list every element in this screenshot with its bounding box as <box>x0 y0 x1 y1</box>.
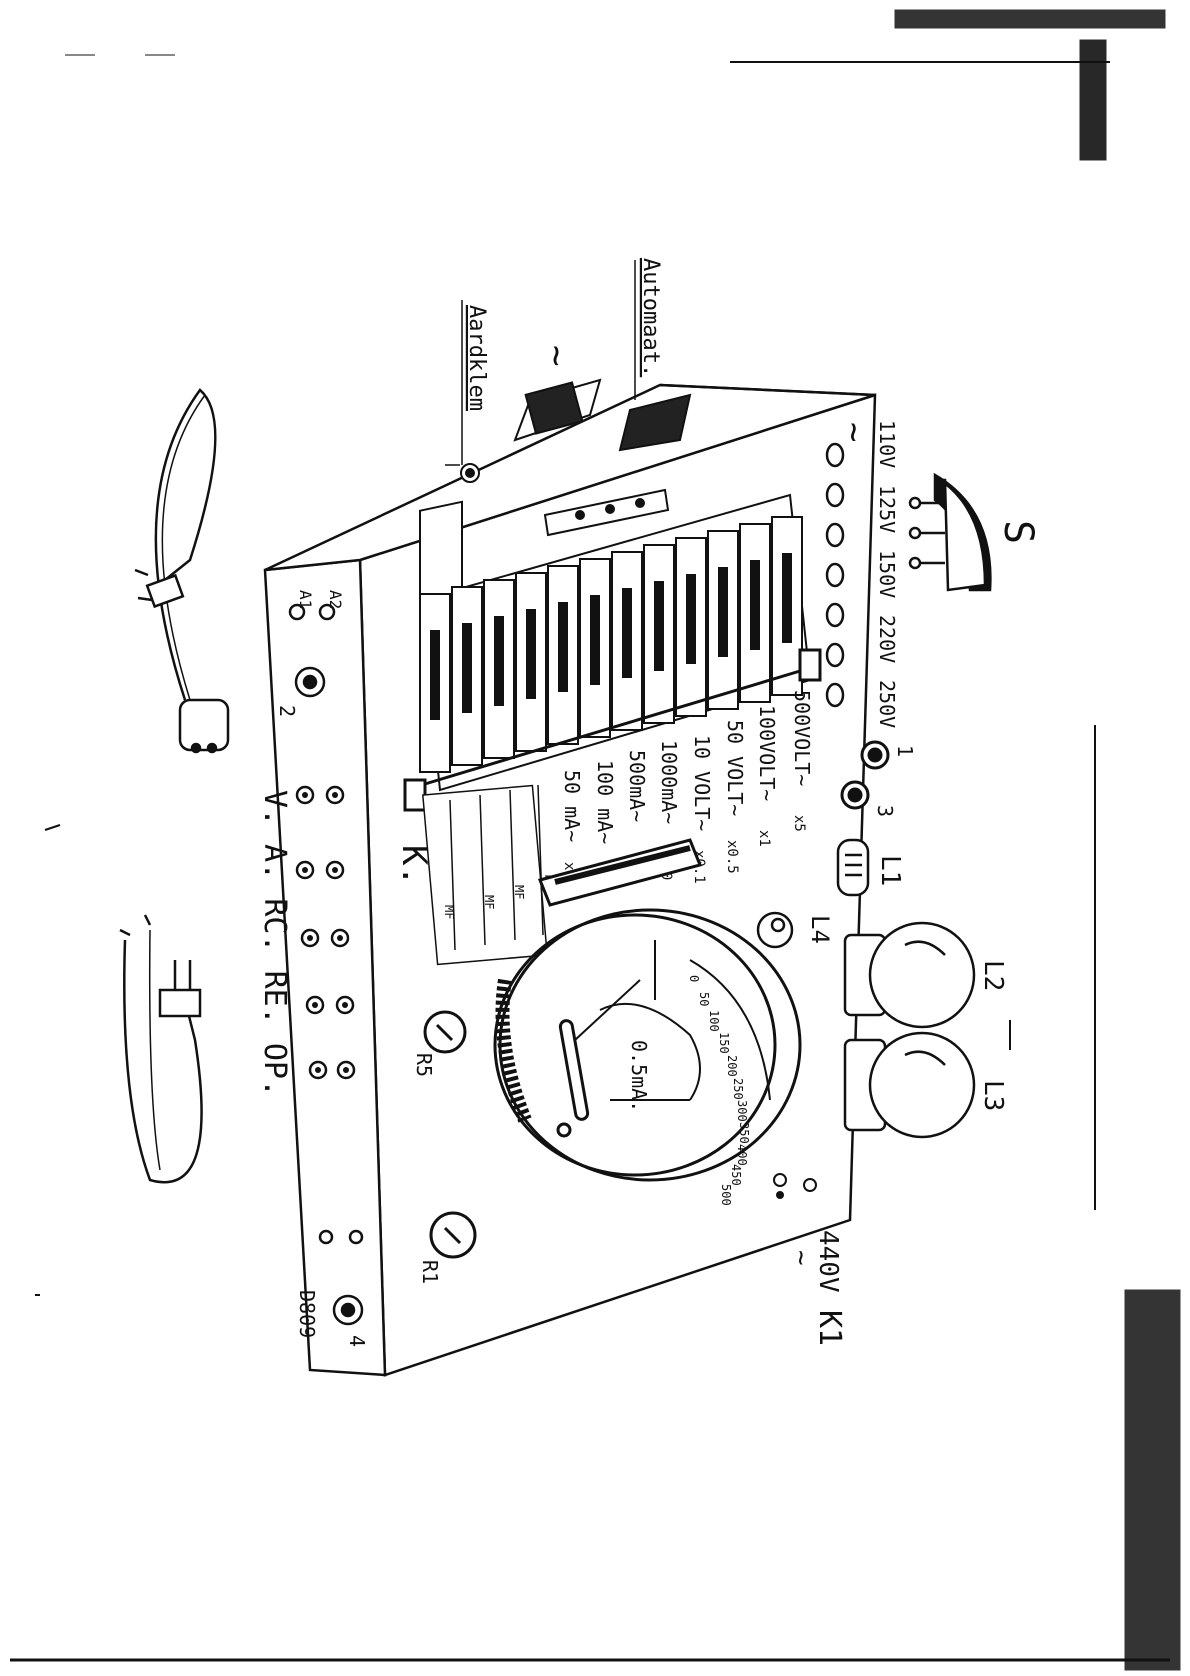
meter-dial <box>493 908 802 1182</box>
r5-label: R5 <box>412 1053 436 1077</box>
knob-r5[interactable] <box>423 1010 467 1054</box>
range-labels: 500VOLT~ x5 100VOLT~ x1 50 VOLT~ x0.5 10… <box>560 690 814 896</box>
voltage-labels: 110V 125V 150V 220V 250V <box>875 420 899 728</box>
stray-marks <box>35 725 1096 1296</box>
range-label: 50 mA~ <box>560 770 584 842</box>
tilde-right-label: ~ <box>834 422 874 442</box>
v440-label: 440V <box>813 1230 843 1293</box>
range-label: 10 VOLT~ <box>690 735 714 831</box>
range-switch-keys[interactable] <box>419 500 803 773</box>
knob-r1[interactable] <box>429 1211 477 1259</box>
l3-label: L3 <box>978 1080 1008 1111</box>
lamp-l2 <box>843 921 976 1029</box>
meter-tick: 300 <box>735 1100 749 1122</box>
tilde-440-label: ~ <box>786 1250 816 1266</box>
voltage-110: 110V <box>875 420 899 468</box>
lamp-l4 <box>756 911 794 949</box>
meter-tick: 400 <box>735 1144 749 1166</box>
range-mult: x0.5 <box>724 840 740 874</box>
range-label: 50 VOLT~ <box>723 720 747 816</box>
switch-3[interactable] <box>840 780 870 810</box>
mf-label: MF <box>482 895 496 909</box>
meter-tick: 150 <box>717 1032 731 1054</box>
test-lead-cable <box>119 914 203 1184</box>
mains-cable <box>134 388 230 754</box>
a1-label: A1 <box>296 590 315 609</box>
automaat-block <box>513 378 692 452</box>
bottom-id-label: D809 <box>295 1290 319 1338</box>
automaat-label: Automaat. <box>638 258 663 377</box>
voltage-250: 250V <box>875 680 899 728</box>
meter-tick: 250 <box>731 1078 745 1100</box>
voltage-150: 150V <box>875 550 899 598</box>
range-label: 500mA~ <box>625 750 649 822</box>
range-mult: x1 <box>756 830 772 847</box>
terminal-dots <box>302 792 349 1073</box>
range-mult: x5 <box>791 815 807 832</box>
mf-strips <box>421 784 549 966</box>
range-bracket <box>543 488 670 537</box>
range-rail <box>403 648 822 812</box>
range-key-windows <box>430 553 792 720</box>
aardklem-terminal[interactable] <box>460 463 480 483</box>
mf-labels: MF MF MF MF <box>442 875 556 919</box>
terminal-row-label: V. A. RC. RE. OP. <box>257 790 292 1097</box>
scan-artifacts <box>10 9 1181 1671</box>
meter-tick: 200 <box>725 1055 739 1077</box>
a2-label: A2 <box>326 590 345 609</box>
l1-label: L1 <box>875 855 905 886</box>
knob-4-label: 4 <box>345 1335 369 1347</box>
l1-switch[interactable] <box>836 838 870 897</box>
switch-1-label: 1 <box>893 745 917 757</box>
meter-unit: 0.5mA. <box>627 1040 651 1112</box>
switch-1[interactable] <box>860 740 890 770</box>
meter-tick: 500 <box>719 1184 733 1206</box>
knob-2-label: 2 <box>275 705 299 717</box>
k-label: K. <box>394 845 434 886</box>
voltage-125: 125V <box>875 485 899 533</box>
meter-tick: 100 <box>707 1010 721 1032</box>
tilde-top-label: ~ <box>536 345 577 367</box>
voltage-plug-s <box>908 472 992 592</box>
mf-label: MF <box>442 905 456 919</box>
range-slider[interactable] <box>537 838 703 907</box>
r1-label: R1 <box>418 1260 442 1284</box>
plug-s-label: S <box>995 520 1041 544</box>
meter-tick: 0 <box>687 975 701 982</box>
leader-lines <box>445 260 636 466</box>
meter-tick: 350 <box>737 1122 751 1144</box>
voltage-220: 220V <box>875 615 899 663</box>
mf-label: MF <box>512 885 526 899</box>
l4-label: L4 <box>806 915 834 944</box>
meter-tick: 450 <box>729 1164 743 1186</box>
lamp-l3 <box>843 1031 976 1139</box>
range-label: 100VOLT~ <box>755 705 779 801</box>
panel-screws <box>773 1173 817 1199</box>
k1-label: K1 <box>812 1310 847 1346</box>
l2-label: L2 <box>978 960 1008 991</box>
switch-3-label: 3 <box>873 805 897 817</box>
range-label: 1000mA~ <box>657 740 681 824</box>
voltage-sockets <box>825 442 845 708</box>
meter-scale: 0.5mA. 0 50 100 150 200 250 300 350 400 … <box>627 975 751 1206</box>
aardklem-label: Aardklem <box>464 305 489 411</box>
range-label: 500VOLT~ <box>790 690 814 786</box>
range-label: 100 mA~ <box>593 760 617 844</box>
meter-tick: 50 <box>697 992 711 1006</box>
